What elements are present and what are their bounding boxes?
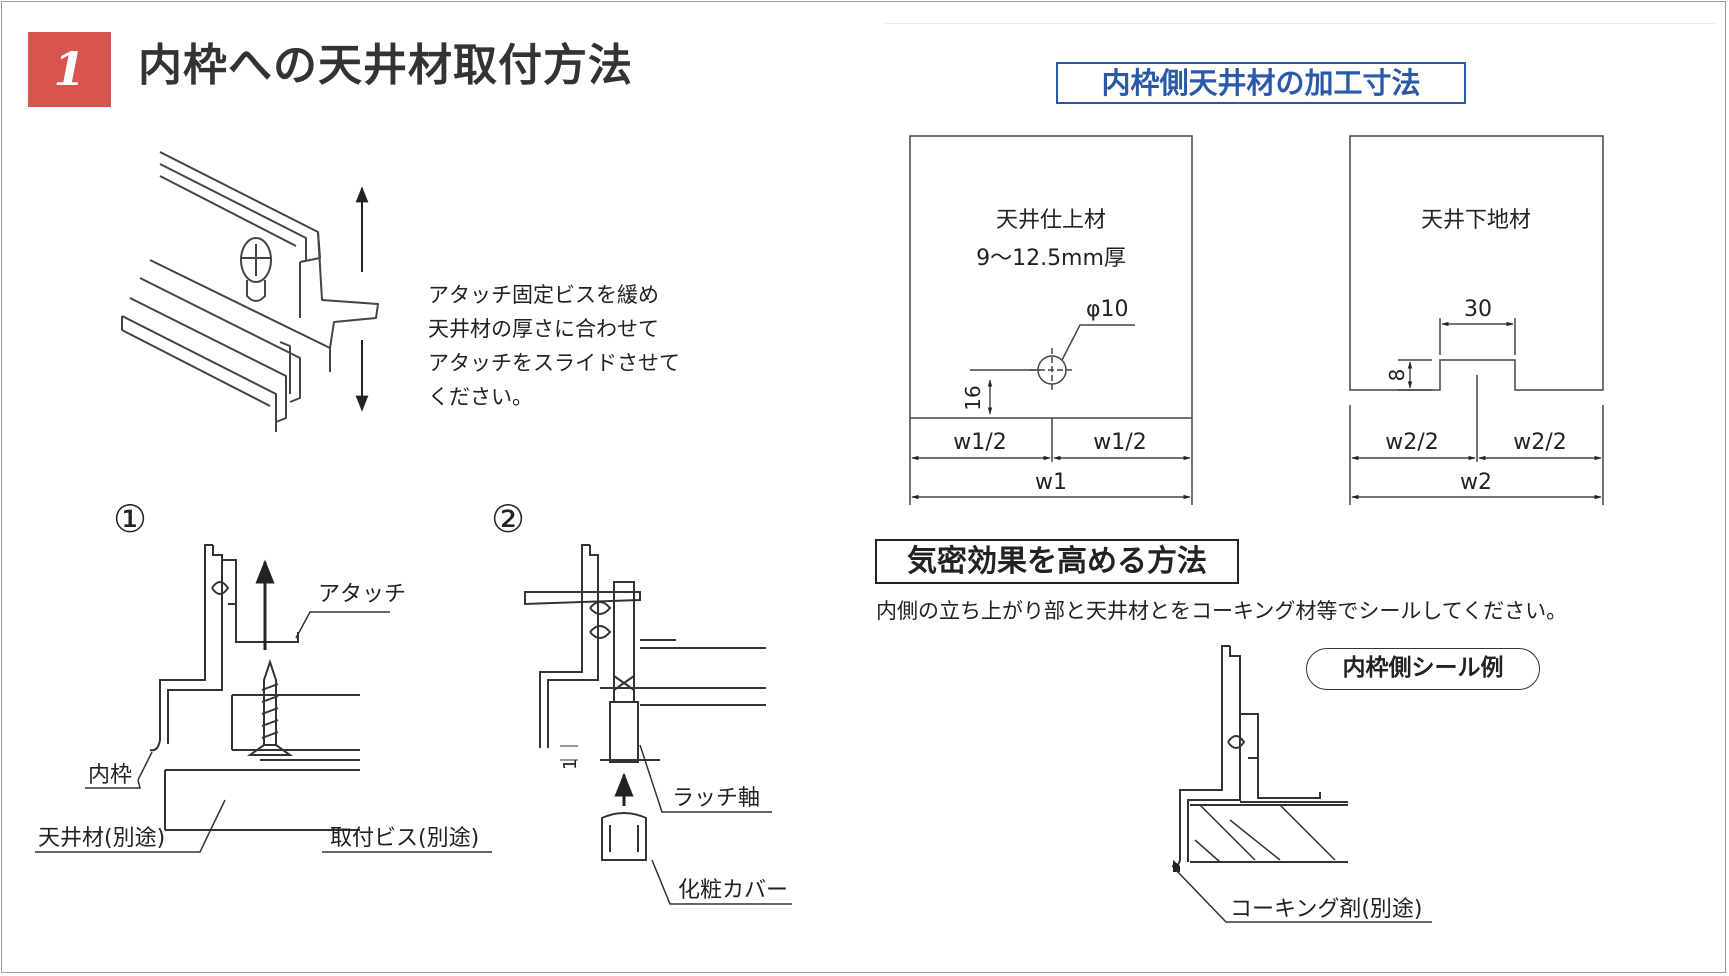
dim-w1: w1 (1035, 470, 1067, 495)
airtight-method-heading: 気密効果を高める方法 (875, 539, 1239, 584)
instruction-line: 天井材の厚さに合わせて (428, 317, 659, 341)
attach-rail-illustration (121, 151, 379, 432)
instruction-line: アタッチをスライドさせて (428, 351, 680, 375)
diagram-1-frame-profile (149, 544, 360, 831)
page-title: 内枠への天井材取付方法 (138, 40, 633, 91)
leader-inner-frame (137, 751, 153, 781)
seal-example-label: 内枠側シール例 (1306, 648, 1540, 690)
finish-material-name: 天井仕上材 (996, 208, 1106, 233)
label-ceiling-material: 天井材(別途) (38, 826, 165, 851)
dim-w1-half-left: w1/2 (953, 430, 1006, 455)
finish-material-panel (909, 135, 1193, 505)
dim-1: 1 (560, 759, 581, 770)
processing-dimensions-heading: 内枠側天井材の加工寸法 (1056, 62, 1466, 104)
leader-attach (295, 611, 390, 639)
label-attach: アタッチ (318, 582, 406, 607)
hole-diameter: φ10 (1086, 297, 1129, 322)
label-caulking: コーキング剤(別途) (1230, 897, 1423, 922)
dim-30: 30 (1464, 297, 1492, 322)
leader-ceiling-material (35, 799, 226, 853)
seal-example-profile (1171, 645, 1348, 868)
finish-material-thickness: 9～12.5mm厚 (976, 246, 1126, 271)
dim-8: 8 (1385, 369, 1409, 382)
leader-cover (651, 859, 792, 905)
leader-latch-shaft (639, 744, 772, 813)
instruction-line: アタッチ固定ビスを緩め (428, 283, 659, 307)
base-material-panel (1349, 135, 1604, 505)
label-inner-frame: 内枠 (88, 763, 132, 788)
diagram-2-frame-profile (524, 544, 766, 763)
caulking-bead (1173, 860, 1180, 872)
step-marker-1: ① (113, 497, 147, 541)
label-cover: 化粧カバー (678, 878, 788, 903)
divider (885, 23, 1715, 24)
leader-caulking (1175, 869, 1432, 923)
label-latch-shaft: ラッチ軸 (672, 786, 760, 811)
dim-w2-half-left: w2/2 (1385, 430, 1438, 455)
step-number-badge: 1 (28, 32, 111, 107)
instruction-line: ください。 (428, 385, 533, 409)
dim-w2: w2 (1460, 470, 1492, 495)
dim-16: 16 (961, 385, 985, 410)
instruction-text: アタッチ固定ビスを緩め 天井材の厚さに合わせて アタッチをスライドさせて くださ… (428, 278, 680, 414)
screw-icon (246, 658, 294, 756)
dim-w2-half-right: w2/2 (1513, 430, 1566, 455)
dim-w1-half-right: w1/2 (1093, 430, 1146, 455)
airtight-description: 内側の立ち上がり部と天井材とをコーキング材等でシールしてください。 (876, 599, 1568, 623)
decorative-cover-icon (601, 812, 647, 861)
base-material-name: 天井下地材 (1421, 208, 1531, 233)
step-marker-2: ② (491, 497, 525, 541)
label-screw: 取付ビス(別途) (330, 826, 479, 851)
